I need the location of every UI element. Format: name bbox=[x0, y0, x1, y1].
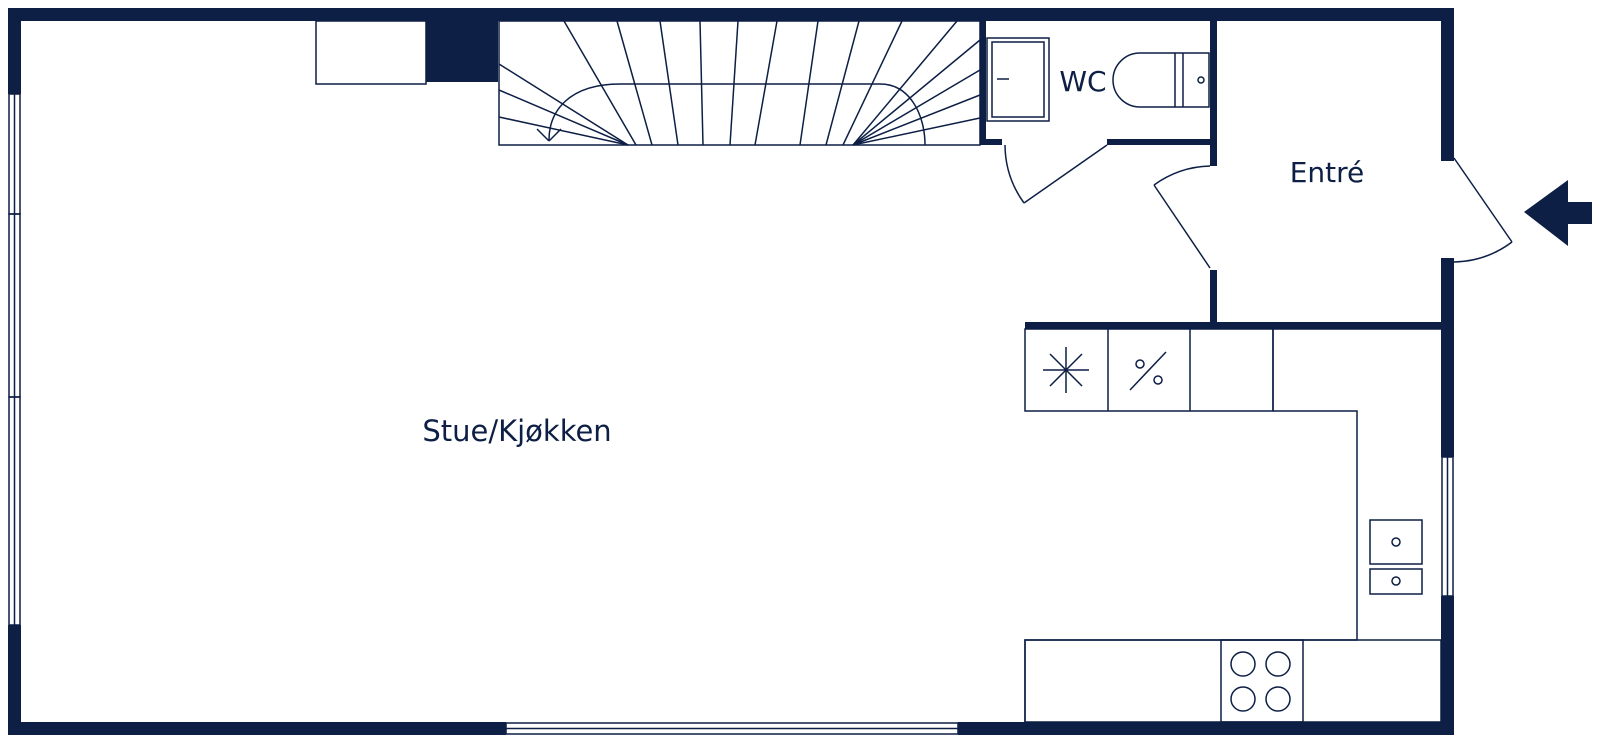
wall-right-1 bbox=[1441, 8, 1454, 156]
entry-inner-door[interactable] bbox=[1153, 165, 1211, 269]
wc-wall-left bbox=[980, 21, 986, 144]
wall-right-3 bbox=[1441, 596, 1454, 735]
kitchen-counter-right bbox=[1024, 410, 1358, 722]
room-label-entry: Entré bbox=[1290, 156, 1365, 189]
doors bbox=[1004, 144, 1513, 269]
entry-wall-lower bbox=[1210, 270, 1217, 328]
arrow-left-icon bbox=[1524, 180, 1592, 246]
wc-entry-wall bbox=[1210, 21, 1217, 165]
kitchen bbox=[1024, 328, 1442, 723]
wc-wall-bottom-left bbox=[980, 139, 1002, 145]
wall-right-2 bbox=[1441, 262, 1454, 457]
entry-wall-bottom bbox=[1025, 322, 1441, 329]
fridge-icon bbox=[1043, 347, 1089, 393]
front-door[interactable] bbox=[1453, 157, 1513, 263]
wall-left-bottom bbox=[8, 625, 21, 735]
wc-fixtures bbox=[986, 37, 1210, 122]
wall-top bbox=[8, 8, 1454, 21]
wc-door[interactable] bbox=[1004, 144, 1108, 204]
room-label-living-kitchen: Stue/Kjøkken bbox=[422, 414, 611, 448]
cabinet bbox=[315, 20, 427, 85]
interior-walls bbox=[980, 21, 1454, 329]
dishwasher-icon bbox=[1129, 351, 1167, 391]
wall-bottom-right bbox=[958, 722, 1454, 735]
stairs-icon bbox=[498, 20, 981, 146]
wc-sink bbox=[986, 37, 1050, 122]
kitchen-sink bbox=[1369, 519, 1423, 595]
toilet-icon bbox=[1112, 52, 1210, 108]
cooktop-icon bbox=[1220, 639, 1304, 723]
windows bbox=[8, 93, 1454, 735]
wc-wall-bottom-right bbox=[1107, 139, 1217, 145]
wall-left-top bbox=[8, 8, 21, 94]
outer-walls bbox=[8, 8, 1454, 735]
room-label-wc: WC bbox=[1059, 65, 1106, 98]
kitchen-counter-bottom bbox=[1024, 639, 1442, 723]
wall-bottom-left bbox=[8, 722, 506, 735]
column-block bbox=[426, 8, 498, 82]
